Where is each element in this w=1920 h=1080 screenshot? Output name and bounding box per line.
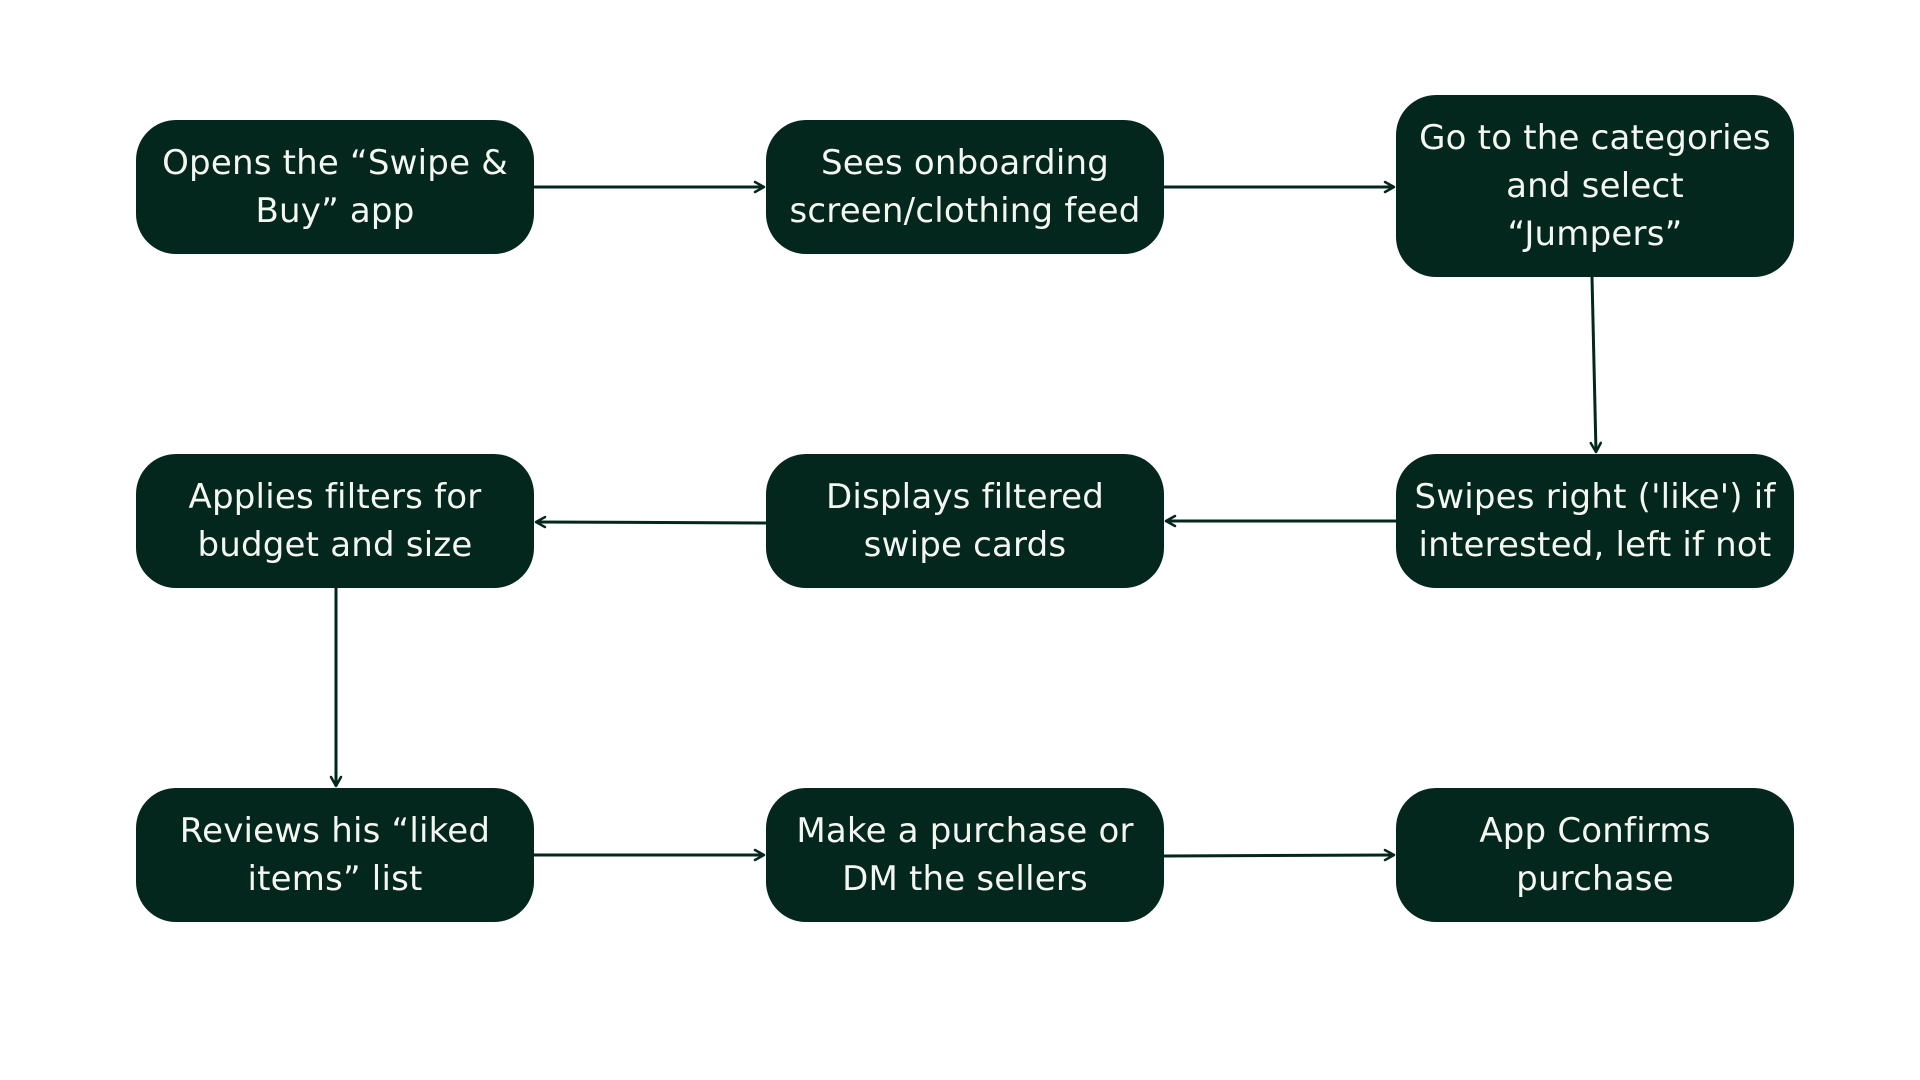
step-label: Sees onboarding screen/clothing feed <box>789 143 1141 231</box>
step-onboarding: Sees onboarding screen/clothing feed <box>766 120 1164 254</box>
connector-purchase-to-confirm <box>1163 848 1396 862</box>
step-label: App Confirms purchase <box>1479 811 1711 899</box>
step-confirm: App Confirms purchase <box>1396 788 1794 922</box>
step-label: Swipes right ('like') if interested, lef… <box>1414 477 1776 565</box>
connector-categories-to-swipe <box>1589 276 1603 454</box>
connector-filtered-cards-to-filters <box>534 515 767 529</box>
step-label: Displays filtered swipe cards <box>825 477 1105 565</box>
step-open-app: Opens the “Swipe & Buy” app <box>136 120 534 254</box>
step-purchase: Make a purchase or DM the sellers <box>766 788 1164 922</box>
step-filtered-cards: Displays filtered swipe cards <box>766 454 1164 588</box>
step-label: Go to the categories and select “Jumpers… <box>1419 118 1771 254</box>
step-label: Reviews his “liked items” list <box>179 811 491 899</box>
step-filters: Applies filters for budget and size <box>136 454 534 588</box>
step-categories: Go to the categories and select “Jumpers… <box>1396 95 1794 277</box>
step-label: Opens the “Swipe & Buy” app <box>162 143 508 231</box>
step-liked-list: Reviews his “liked items” list <box>136 788 534 922</box>
step-label: Applies filters for budget and size <box>188 477 482 565</box>
step-label: Make a purchase or DM the sellers <box>796 811 1134 899</box>
step-swipe: Swipes right ('like') if interested, lef… <box>1396 454 1794 588</box>
